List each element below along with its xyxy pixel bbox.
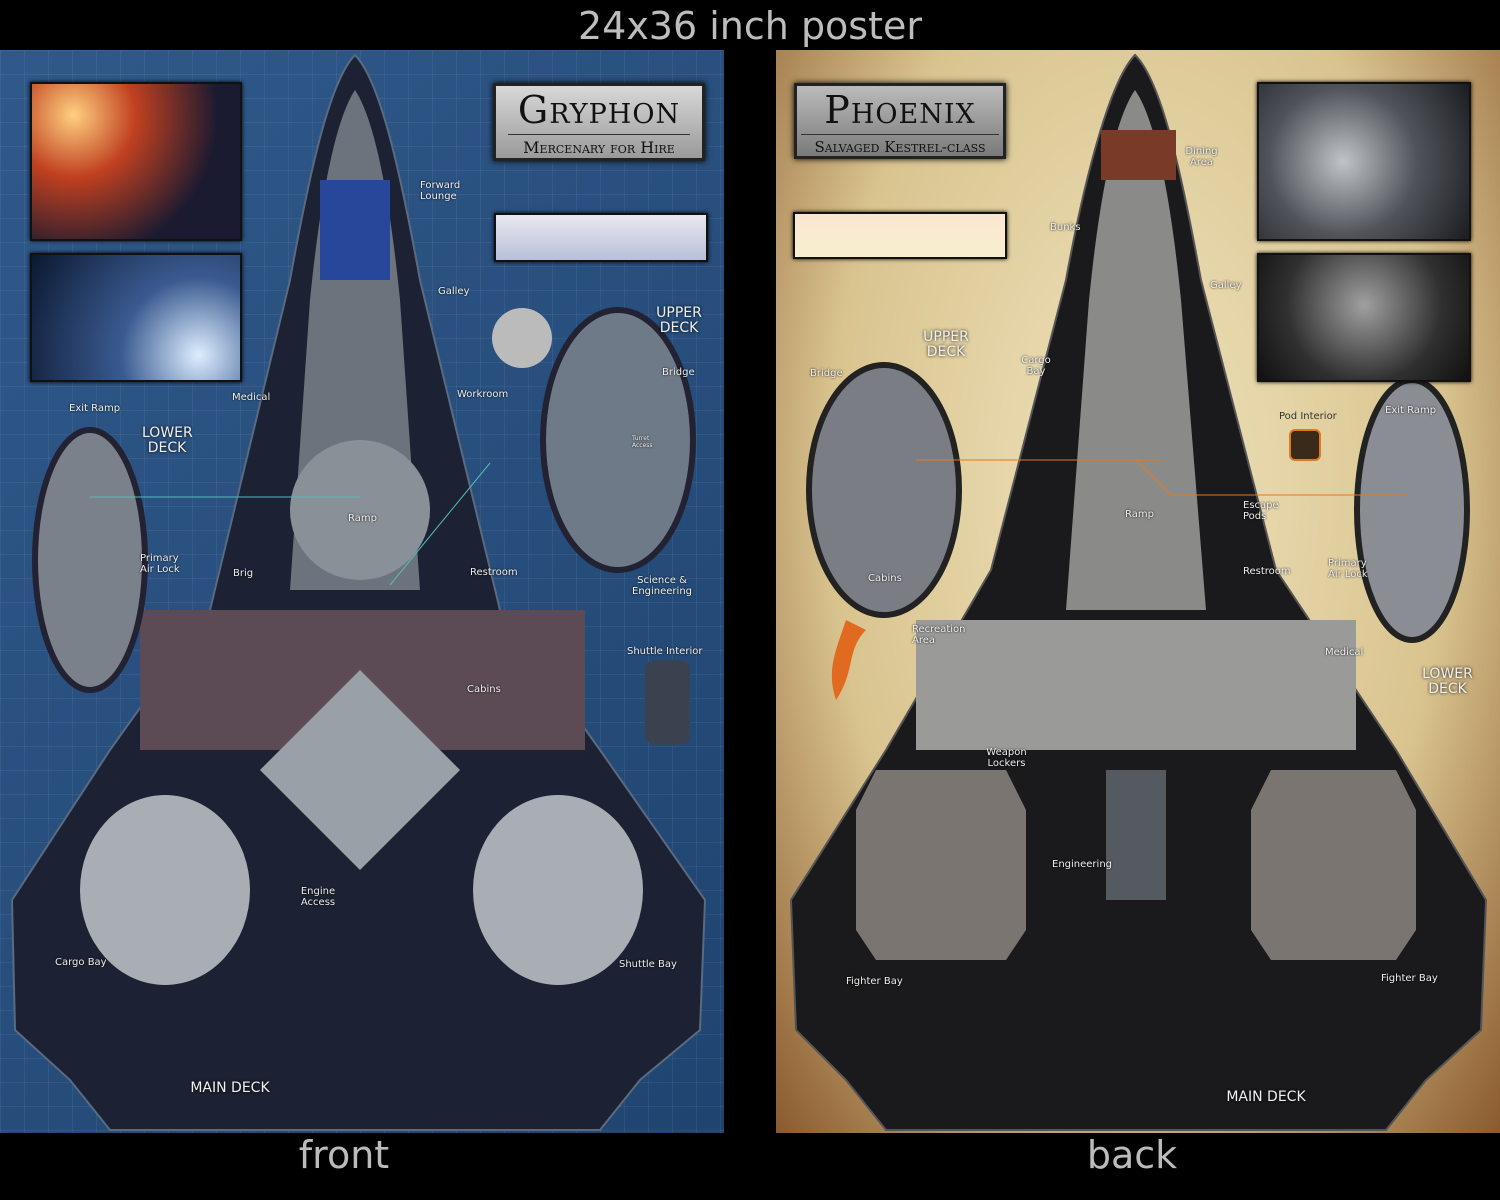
ship-name: Phoenix <box>824 88 976 132</box>
room-label: Fighter Bay <box>846 976 903 987</box>
phoenix-emblem <box>831 620 866 700</box>
room-label: Exit Ramp <box>69 403 121 414</box>
room-label: Cabins <box>868 573 902 584</box>
ship-title-plate: Gryphon Mercenary for Hire <box>493 83 705 161</box>
deck-label: LOWER DECK <box>142 425 193 456</box>
room-label: Escape Pods <box>1243 500 1279 522</box>
ship-render-image <box>1257 253 1471 382</box>
back-poster: Phoenix Salvaged Kestrel-class Dining Ar… <box>776 50 1500 1133</box>
deck-label: LOWER DECK <box>1422 666 1473 697</box>
front-caption: front <box>298 1133 390 1177</box>
pod-interior-image <box>1289 429 1321 461</box>
room-label: Recreation Area <box>912 624 966 646</box>
room-label: Ramp <box>348 513 377 524</box>
ship-render-image <box>30 82 242 241</box>
room-label: Exit Ramp <box>1385 405 1437 416</box>
room-label: Engineering <box>1052 859 1112 870</box>
ship-subtitle: Mercenary for Hire <box>508 134 690 157</box>
room-label: Forward Lounge <box>420 180 461 202</box>
room-label: Cargo Bay <box>55 957 107 968</box>
ship-render-image <box>1257 82 1471 241</box>
room-label: Primary Air Lock <box>1328 558 1368 580</box>
gryphon-ship-map <box>10 53 707 1131</box>
ship-subtitle: Salvaged Kestrel-class <box>801 134 999 156</box>
room-label: Brig <box>233 568 254 579</box>
room-label: Primary Air Lock <box>140 553 180 575</box>
room-label: Shuttle Bay <box>619 959 677 970</box>
room-label: Galley <box>438 286 470 297</box>
room-label: Workroom <box>457 389 509 400</box>
gryphon-emblem <box>492 308 552 368</box>
room-label: Fighter Bay <box>1381 973 1438 984</box>
room-label: Engine Access <box>300 886 336 908</box>
room-label: Weapon Lockers <box>986 747 1027 769</box>
ship-side-view-image <box>494 213 708 262</box>
room-label: Medical <box>232 392 271 403</box>
room-label: Ramp <box>1125 509 1154 520</box>
back-caption: back <box>1086 1133 1178 1177</box>
room-label: Restroom <box>470 567 518 578</box>
room-label: Restroom <box>1243 566 1291 577</box>
ship-name: Gryphon <box>517 88 681 132</box>
ship-side-view-image <box>793 212 1007 259</box>
deck-label: UPPER DECK <box>923 329 969 360</box>
front-poster: Gryphon Mercenary for Hire Forward Loung… <box>0 50 724 1133</box>
ship-render-image <box>30 253 242 382</box>
room-label: Galley <box>1210 280 1242 291</box>
deck-label: UPPER DECK <box>656 305 702 336</box>
ship-title-plate: Phoenix Salvaged Kestrel-class <box>794 83 1006 159</box>
room-label: Turret Access <box>632 435 653 449</box>
room-label: Medical <box>1325 647 1364 658</box>
room-label: Cargo Bay <box>1021 355 1051 377</box>
poster-title: 24x36 inch poster <box>577 4 923 48</box>
room-label: Shuttle Interior <box>627 646 703 657</box>
room-label: Pod Interior <box>1279 411 1337 422</box>
room-label: Dining Area <box>1185 146 1218 168</box>
room-label: Bridge <box>810 368 843 379</box>
deck-label: MAIN DECK <box>190 1080 270 1096</box>
room-label: Science & Engineering <box>632 575 692 597</box>
room-label: Cabins <box>467 684 501 695</box>
deck-label: MAIN DECK <box>1226 1089 1306 1105</box>
phoenix-ship-map <box>789 53 1488 1131</box>
room-label: Bunks <box>1050 222 1081 233</box>
room-label: Bridge <box>662 367 695 378</box>
